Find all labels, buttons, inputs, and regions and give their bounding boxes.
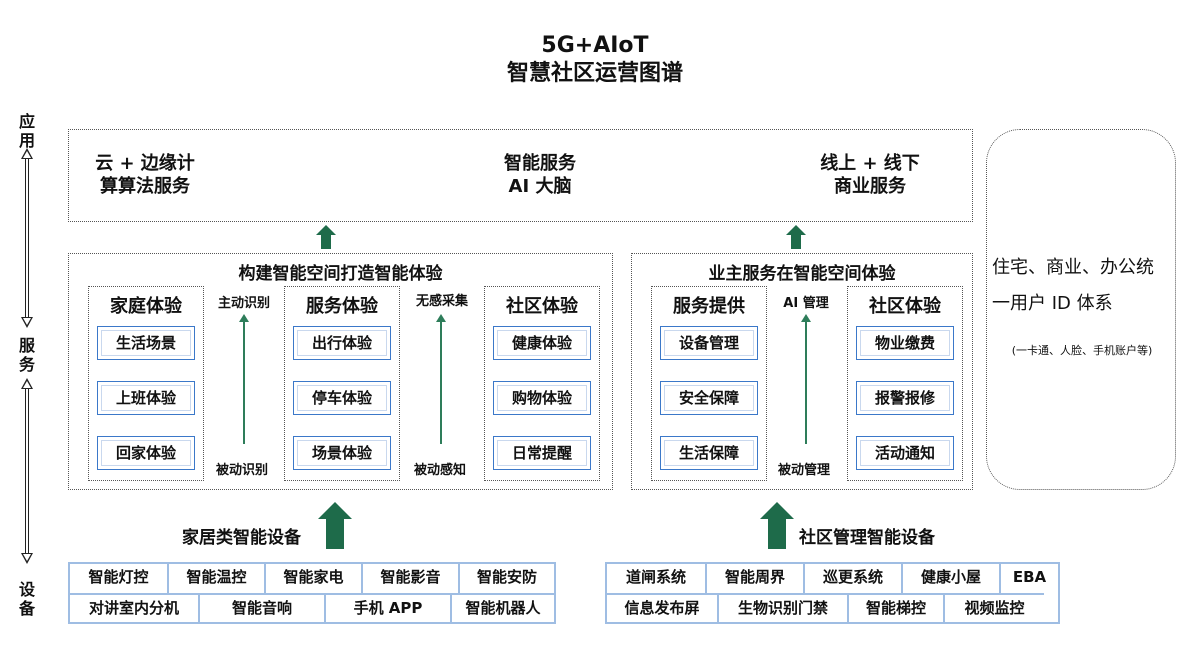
device-cell: 智能音响 — [198, 595, 324, 622]
device-cell: 对讲室内分机 — [88, 599, 179, 617]
item-box: 回家体验 — [97, 436, 195, 470]
connector-bottom-label: 被动识别 — [215, 463, 268, 478]
device-cell: 健康小屋 — [901, 564, 999, 593]
column-title: 服务体验 — [306, 296, 378, 317]
item-box: 报警报修 — [856, 381, 954, 415]
item-box: 场景体验 — [293, 436, 391, 470]
service-right-box — [631, 253, 973, 490]
up-arrow-icon — [801, 314, 811, 444]
column-title: 社区体验 — [506, 296, 578, 317]
item-box: 生活保障 — [660, 436, 758, 470]
connector-top-label: AI 管理 — [783, 296, 829, 311]
column-title: 家庭体验 — [110, 296, 182, 317]
column-community-owner — [847, 286, 963, 481]
up-arrow-icon — [316, 225, 336, 249]
double-arrow-icon — [21, 148, 33, 328]
device-cell: 智能温控 — [167, 564, 264, 593]
column-title: 服务提供 — [673, 296, 745, 317]
item-box: 物业缴费 — [856, 326, 954, 360]
application-layer-box — [68, 129, 973, 222]
diagram-title-line2: 智慧社区运营图谱 — [506, 61, 683, 86]
device-cell: 智能机器人 — [450, 595, 554, 622]
column-service — [284, 286, 400, 481]
item-box: 购物体验 — [493, 381, 591, 415]
connector-top-label: 无感采集 — [415, 294, 468, 309]
service-left-box — [68, 253, 613, 490]
device-cell: 信息发布屏 — [624, 599, 700, 617]
device-cell: 智能梯控 — [847, 595, 943, 622]
double-arrow-icon — [21, 378, 33, 564]
service-right-title: 业主服务在智能空间体验 — [708, 264, 896, 284]
item-box: 设备管理 — [660, 326, 758, 360]
item-box: 活动通知 — [856, 436, 954, 470]
device-group-label: 社区管理智能设备 — [799, 528, 935, 548]
unified-id-note: (一卡通、人脸、手机账户等) — [1011, 344, 1153, 357]
device-cell: EBA — [999, 564, 1058, 593]
up-arrow-icon — [318, 502, 352, 549]
column-community — [484, 286, 600, 481]
item-box: 健康体验 — [493, 326, 591, 360]
unified-id-text: 住宅、商业、办公统一用户 ID 体系 — [992, 257, 1154, 314]
item-box: 生活场景 — [97, 326, 195, 360]
device-cell: 智能安防 — [458, 564, 554, 593]
item-box: 出行体验 — [293, 326, 391, 360]
device-cell: 智能周界 — [705, 564, 803, 593]
device-table-home: 智能灯控 智能温控 智能家电 智能影音 智能安防 对讲室内分机 智能音响 手机 … — [68, 562, 556, 624]
diagram-title-line1: 5G+AIoT — [541, 33, 649, 58]
item-box: 安全保障 — [660, 381, 758, 415]
app-commerce: 线上 + 线下商业服务 — [820, 153, 920, 197]
device-group-label: 家居类智能设备 — [182, 528, 301, 548]
item-box: 日常提醒 — [493, 436, 591, 470]
device-cell: 道闸系统 — [625, 568, 686, 586]
device-cell: 智能家电 — [264, 564, 361, 593]
up-arrow-icon — [239, 314, 249, 444]
item-box: 上班体验 — [97, 381, 195, 415]
connector-top-label: 主动识别 — [217, 296, 270, 311]
device-cell: 智能灯控 — [88, 568, 149, 586]
device-table-community: 道闸系统 智能周界 巡更系统 健康小屋 EBA 信息发布屏 生物识别门禁 智能梯… — [605, 562, 1060, 624]
connector-bottom-label: 被动管理 — [777, 463, 830, 478]
item-box: 停车体验 — [293, 381, 391, 415]
side-label-device: 设备 — [18, 580, 35, 618]
unified-id-panel — [986, 129, 1176, 490]
device-cell: 手机 APP — [324, 595, 450, 622]
app-cloud-edge: 云 + 边缘计算算法服务 — [95, 153, 195, 197]
column-title: 社区体验 — [869, 296, 941, 317]
device-cell: 智能影音 — [361, 564, 458, 593]
device-cell: 巡更系统 — [803, 564, 901, 593]
device-cell: 生物识别门禁 — [717, 595, 847, 622]
up-arrow-icon — [786, 225, 806, 249]
service-left-title: 构建智能空间打造智能体验 — [238, 264, 443, 284]
up-arrow-icon — [436, 314, 446, 444]
column-provision — [651, 286, 767, 481]
connector-bottom-label: 被动感知 — [413, 463, 466, 478]
side-label-application: 应用 — [18, 112, 35, 150]
column-family — [88, 286, 204, 481]
up-arrow-icon — [760, 502, 794, 549]
device-cell: 视频监控 — [943, 595, 1044, 622]
side-label-service: 服务 — [18, 336, 35, 374]
